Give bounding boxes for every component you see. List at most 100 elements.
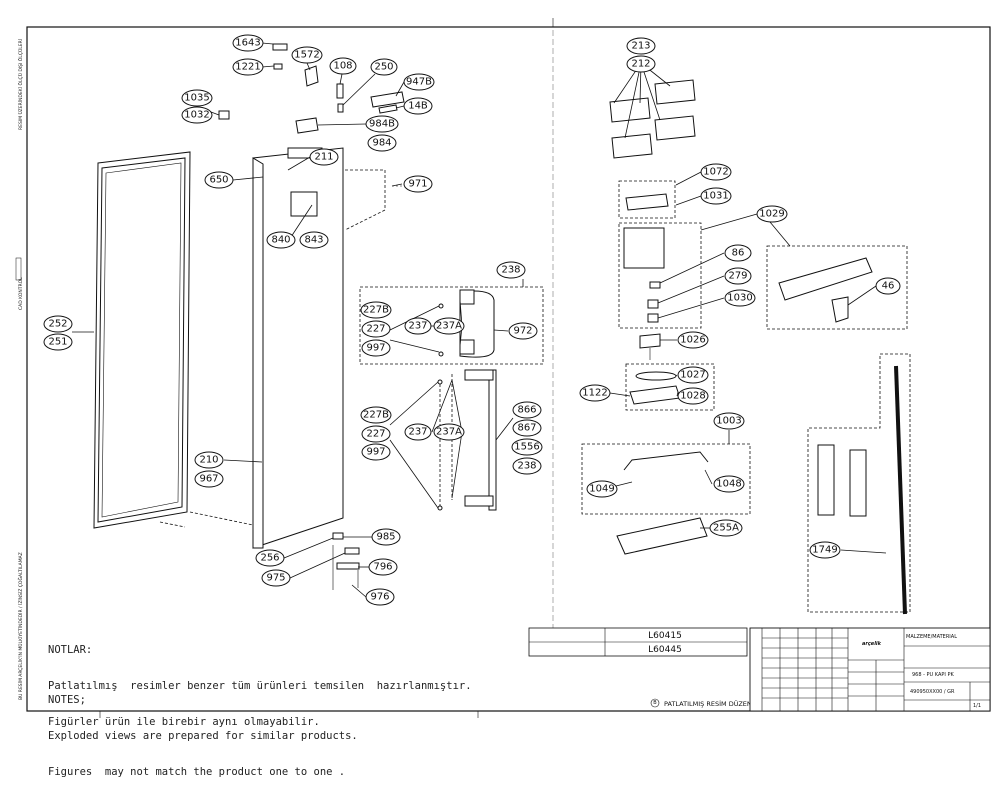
svg-text:210: 210 <box>199 455 218 466</box>
callout-227-top: 227 <box>361 320 391 338</box>
callout-947b: 947B <box>403 73 435 91</box>
svg-text:255A: 255A <box>713 523 739 534</box>
drawing-border <box>26 26 991 712</box>
svg-text:967: 967 <box>199 474 218 485</box>
svg-text:1029: 1029 <box>759 209 784 220</box>
callout-46: 46 <box>875 277 901 295</box>
svg-text:997: 997 <box>366 343 385 354</box>
door-panel <box>159 147 344 549</box>
callout-237a-bottom: 237A <box>433 423 465 441</box>
svg-text:213: 213 <box>631 41 650 52</box>
callout-211: 211 <box>309 148 339 166</box>
callout-796: 796 <box>368 558 398 576</box>
callout-1048: 1048 <box>713 475 745 493</box>
shelf-box <box>766 245 908 330</box>
rail-box <box>581 443 751 515</box>
svg-text:237A: 237A <box>436 321 462 332</box>
notes-en-line1: Exploded views are prepared for similar … <box>48 730 358 742</box>
callout-1122: 1122 <box>579 384 611 402</box>
handle-1 <box>438 289 495 358</box>
callout-227b-bottom: 227B <box>360 406 392 424</box>
svg-text:1032: 1032 <box>184 110 209 121</box>
callout-975: 975 <box>261 569 291 587</box>
dispenser-box-top <box>618 180 676 219</box>
svg-text:211: 211 <box>314 152 333 163</box>
svg-text:1556: 1556 <box>514 442 539 453</box>
svg-text:237: 237 <box>408 427 427 438</box>
door-shelf <box>778 257 873 301</box>
svg-text:984B: 984B <box>369 119 395 130</box>
callout-237a-top: 237A <box>433 317 465 335</box>
bar-box <box>807 353 911 613</box>
callout-1221: 1221 <box>232 58 264 76</box>
svg-text:238: 238 <box>517 461 536 472</box>
svg-text:1749: 1749 <box>812 545 837 556</box>
svg-text:1035: 1035 <box>184 93 209 104</box>
callout-227-bottom: 227 <box>361 425 391 443</box>
notes-tr-heading: NOTLAR: <box>48 644 93 656</box>
svg-text:971: 971 <box>408 179 427 190</box>
callout-1031: 1031 <box>700 187 732 205</box>
svg-text:1072: 1072 <box>703 167 728 178</box>
svg-text:1030: 1030 <box>727 293 752 304</box>
svg-text:250: 250 <box>374 62 393 73</box>
callout-212: 212 <box>626 55 656 73</box>
notes-turkish: NOTLAR: Patlatılmış resimler benzer tüm … <box>48 620 472 740</box>
callout-1026: 1026 <box>677 331 709 349</box>
callout-1028: 1028 <box>677 387 709 405</box>
svg-text:252: 252 <box>48 319 67 330</box>
svg-text:975: 975 <box>266 573 285 584</box>
svg-text:251: 251 <box>48 337 67 348</box>
callout-1049: 1049 <box>586 480 618 498</box>
notes-en-heading: NOTES; <box>48 694 86 706</box>
notes-en-line2: Figures may not match the product one to… <box>48 766 346 778</box>
svg-text:1003: 1003 <box>716 416 741 427</box>
svg-text:108: 108 <box>333 61 352 72</box>
svg-text:1031: 1031 <box>703 191 728 202</box>
margin-text-bottom: BU RESİM ARÇELİK'İN MÜLKİYETİNDEDİR / İZ… <box>17 552 24 700</box>
hinge-axis-line <box>344 169 386 231</box>
svg-text:1049: 1049 <box>589 484 614 495</box>
revision-row-1: L60415 <box>648 631 682 641</box>
material-label: MALZEME/MATERIAL <box>906 634 957 640</box>
company-logo: arçelik <box>862 641 882 647</box>
callout-866: 866 <box>512 401 542 419</box>
callout-971: 971 <box>403 175 433 193</box>
callout-1032: 1032 <box>181 106 213 124</box>
callout-237-top: 237 <box>404 317 432 335</box>
part-number: 490950XX00 / GR <box>910 689 955 695</box>
svg-text:1048: 1048 <box>716 479 741 490</box>
svg-text:1643: 1643 <box>235 38 260 49</box>
callout-1030: 1030 <box>724 289 756 307</box>
svg-text:1572: 1572 <box>294 50 319 61</box>
callout-997-top: 997 <box>361 339 391 357</box>
svg-text:867: 867 <box>517 423 536 434</box>
callout-210: 210 <box>194 451 224 469</box>
callout-251: 251 <box>43 333 73 351</box>
revision-change-note: PATLATILMIŞ RESİM DÜZENLEME <box>664 699 769 708</box>
callout-650: 650 <box>204 171 234 189</box>
exploded-view-drawing: RESIM ÜZERİNDEKİ ÖLÇÜ DIŞI ÖLÇÜLERİ CAD … <box>15 18 991 718</box>
margin-text-top: RESIM ÜZERİNDEKİ ÖLÇÜ DIŞI ÖLÇÜLERİ <box>17 39 24 130</box>
svg-text:997: 997 <box>366 447 385 458</box>
callout-997-bottom: 997 <box>361 443 391 461</box>
svg-text:843: 843 <box>304 235 323 246</box>
sheet-number: 1/1 <box>973 703 981 709</box>
title-block: arçelik MALZEME/MATERIAL 968 - PU KAPI P… <box>749 627 991 712</box>
callout-256: 256 <box>255 549 285 567</box>
dispenser-lid <box>625 193 669 211</box>
margin-mark <box>15 257 22 281</box>
svg-text:972: 972 <box>513 326 532 337</box>
callout-237-bottom: 237 <box>404 423 432 441</box>
bottle-shelf <box>616 517 708 555</box>
door-gasket <box>93 151 191 529</box>
callout-14b: 14B <box>403 97 433 115</box>
bottom-hinge-parts <box>332 532 360 590</box>
svg-text:1221: 1221 <box>235 62 260 73</box>
notes-english: NOTES; Exploded views are prepared for s… <box>48 670 358 790</box>
callout-1643: 1643 <box>232 34 264 52</box>
revision-table: L60415 L60445 B PATLATILMIŞ RESİM DÜZENL… <box>528 627 769 708</box>
svg-text:796: 796 <box>373 562 392 573</box>
callout-976: 976 <box>365 588 395 606</box>
callout-840: 840 <box>266 231 296 249</box>
